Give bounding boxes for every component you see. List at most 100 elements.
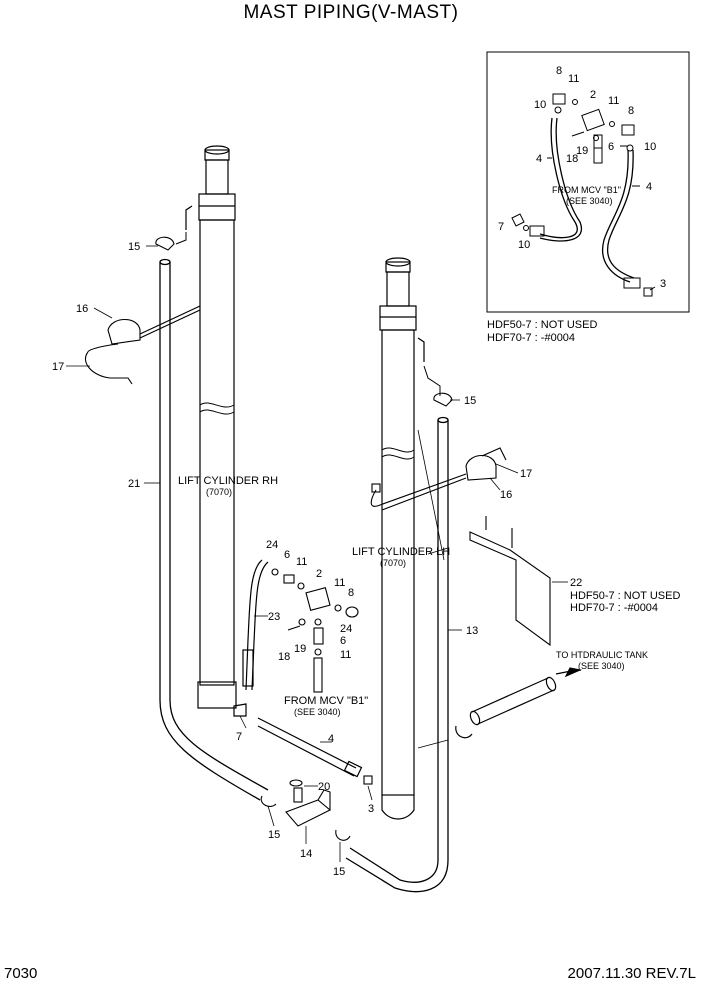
cyl-lh-rod-top xyxy=(385,261,411,273)
cyl-rh-break xyxy=(199,402,235,408)
callout-21: 21 xyxy=(128,478,140,490)
callout-17b: 17 xyxy=(520,468,532,480)
cyl-rh-rod xyxy=(205,159,229,195)
callout-15c: 15 xyxy=(268,829,280,841)
clamp-15-top-right xyxy=(433,392,453,407)
link-15-right xyxy=(423,365,441,396)
callout-11b: 11 xyxy=(334,577,345,589)
callout-24b: 24 xyxy=(340,623,352,635)
callout-16a: 16 xyxy=(76,303,88,315)
callout-19: 19 xyxy=(294,643,306,655)
inset-callout-11a: 11 xyxy=(568,73,579,85)
inset-elbow-left xyxy=(552,93,566,105)
inset-callout-19: 19 xyxy=(576,145,588,157)
inset-callout-10b: 10 xyxy=(644,141,656,153)
callout-6b: 6 xyxy=(340,635,346,647)
inset-callout-6: 6 xyxy=(608,141,614,153)
inset-oring-c xyxy=(609,121,615,127)
bracket-note-1: HDF50-7 : NOT USED xyxy=(570,590,680,602)
inset-callout-10c: 10 xyxy=(518,239,530,251)
hose-23 xyxy=(242,559,269,691)
inset-adapter xyxy=(593,134,603,164)
cyl-lh-body xyxy=(381,329,415,796)
callout-22: 22 xyxy=(570,577,582,589)
inset-frame xyxy=(486,51,690,313)
inset-callout-3: 3 xyxy=(660,278,666,290)
cyl-lh-bottom xyxy=(381,795,415,820)
pipe-13 xyxy=(345,416,449,893)
lift-cylinder-lh xyxy=(379,257,425,820)
callout-17a: 17 xyxy=(52,361,64,373)
cyl-lh-break xyxy=(381,454,415,460)
inset-bolt xyxy=(571,131,585,137)
tee-14 xyxy=(260,775,373,841)
callout-24a: 24 xyxy=(266,539,278,551)
inset-hose-left xyxy=(539,117,578,239)
callout-23: 23 xyxy=(268,611,280,623)
inset-note-1: HDF50-7 : NOT USED xyxy=(487,319,597,331)
cyl-lh-break xyxy=(381,447,415,453)
callout-15a: 15 xyxy=(128,241,140,253)
mcv-main-ref: (SEE 3040) xyxy=(294,707,341,717)
link-15-left xyxy=(175,232,187,245)
cyl-rh-base xyxy=(197,681,237,709)
page-title: MAST PIPING(V-MAST) xyxy=(243,2,459,23)
callout-6a: 6 xyxy=(284,549,290,561)
revision-label: 2007.11.30 REV.7L xyxy=(567,965,696,982)
inset-callout-2: 2 xyxy=(590,89,596,101)
cyl-rh-nipple xyxy=(185,205,193,230)
callout-4: 4 xyxy=(328,733,334,745)
mcv-inset-ref: (SEE 3040) xyxy=(566,196,613,206)
inset-callout-18: 18 xyxy=(566,153,578,165)
cyl-rh-head xyxy=(198,193,236,221)
inset-note-2: HDF70-7 : -#0004 xyxy=(487,332,575,344)
inset-elbow-right xyxy=(621,124,635,136)
mcv-inset-label: FROM MCV "B1" xyxy=(552,185,621,195)
fittings-cluster xyxy=(271,568,359,693)
callout-11a: 11 xyxy=(296,556,307,568)
cyl-lh-rod xyxy=(386,271,410,307)
inset-callout-11b: 11 xyxy=(608,95,619,107)
inset-hose-right xyxy=(602,149,631,283)
inset-oring-e xyxy=(523,225,529,231)
callout-8: 8 xyxy=(348,587,354,599)
cyl-rh-body xyxy=(199,219,235,686)
bracket-note-2: HDF70-7 : -#0004 xyxy=(570,602,658,614)
clamp-16-left xyxy=(84,305,201,385)
bracket-22 xyxy=(469,516,551,647)
cyl-rh-rod-cap xyxy=(204,145,230,155)
inset-leader xyxy=(649,286,656,291)
inset-callout-4a: 4 xyxy=(536,153,542,165)
inset-detail xyxy=(486,51,690,313)
callout-16b: 16 xyxy=(500,489,512,501)
callout-14: 14 xyxy=(300,848,312,860)
inset-hose-right-inner xyxy=(607,149,635,279)
lift-cylinder-rh-label: LIFT CYLINDER RH xyxy=(178,475,278,487)
inset-hose-end-right xyxy=(623,277,641,289)
inset-hose-end-left xyxy=(529,225,545,237)
lift-cylinder-rh-ref: (7070) xyxy=(206,487,232,497)
callout-15d: 15 xyxy=(333,866,345,878)
inset-tee-block xyxy=(581,108,605,132)
callout-20: 20 xyxy=(318,781,330,793)
cyl-lh-head xyxy=(379,305,417,331)
inset-oring-b xyxy=(572,99,578,105)
tank-ref: (SEE 3040) xyxy=(578,661,625,671)
page-number: 7030 xyxy=(4,965,38,982)
callout-11c: 11 xyxy=(340,649,351,661)
callout-3: 3 xyxy=(368,803,374,815)
cyl-lh-nipple xyxy=(417,337,425,362)
callout-7: 7 xyxy=(236,731,242,743)
lift-cylinder-lh-ref: (7070) xyxy=(380,558,406,568)
callout-18: 18 xyxy=(278,651,290,663)
inset-callout-7: 7 xyxy=(498,221,504,233)
lift-cylinder-rh xyxy=(185,145,237,709)
pipe-21 xyxy=(159,258,269,801)
clamp-15-top-left xyxy=(155,236,175,251)
lift-cylinder-lh-label: LIFT CYLINDER LH xyxy=(352,546,450,558)
clamp-16-right xyxy=(370,447,507,511)
leader-lines xyxy=(66,245,568,862)
inset-callout-8a: 8 xyxy=(556,65,562,77)
mcv-main-label: FROM MCV "B1" xyxy=(284,695,368,707)
